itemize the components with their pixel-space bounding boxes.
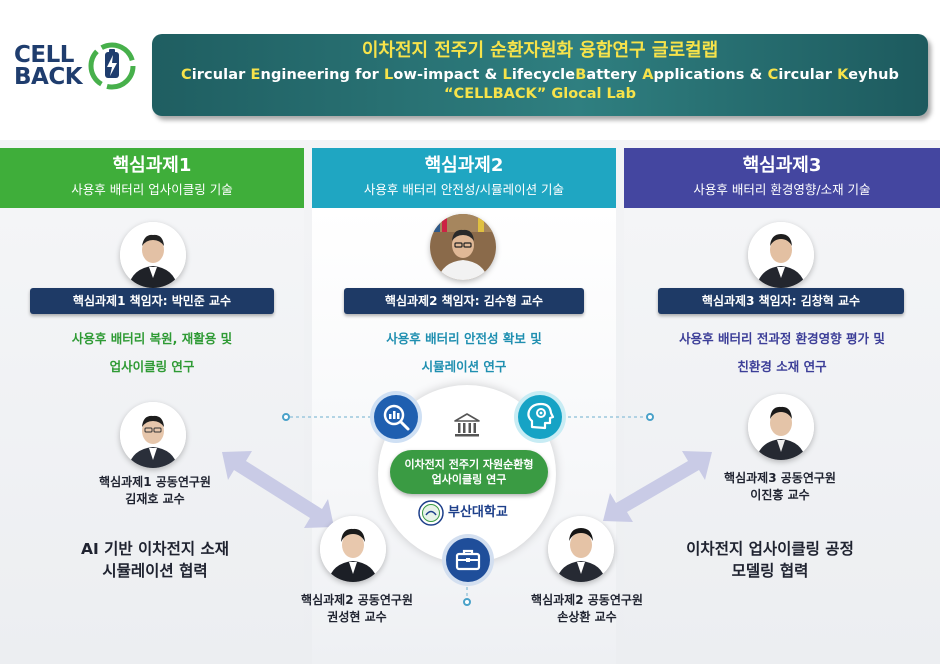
connector-dot-left [282,413,290,421]
avatar-member-3 [748,394,814,460]
collab-arrow-right [603,451,712,522]
column-3-title: 핵심과제3 [742,155,822,176]
title-text-segment: ircular [778,67,838,83]
column-1-header: 핵심과제1 사용후 배터리 업사이클링 기술 [0,148,304,208]
title-initial: L [384,67,394,83]
collab-1-line2: 시뮬레이션 협력 [102,562,208,580]
title-text-segment: ngineering for [260,67,385,83]
collab-3: 이차전지 업사이클링 공정 모델링 협력 [650,538,890,582]
column-2-subtitle: 사용후 배터리 안전성/시뮬레이션 기술 [363,182,565,197]
member-2a-name: 권성현 교수 [327,610,387,624]
collab-3-line1: 이차전지 업사이클링 공정 [686,540,854,558]
member-1-role: 핵심과제1 공동연구원 [99,475,211,489]
column-2-description-line2: 시뮬레이션 연구 [421,359,507,374]
avatar-member-1 [120,402,186,468]
lead-1-bar: 핵심과제1 책임자: 박민준 교수 [30,288,274,314]
member-2a-role: 핵심과제2 공동연구원 [301,593,413,607]
column-1-description-line1: 사용후 배터리 복원, 재활용 및 [71,331,233,346]
column-3-description-line2: 친환경 소재 연구 [737,359,827,374]
recycle-battery-icon [88,42,136,90]
member-2b: 핵심과제2 공동연구원 손상환 교수 [502,592,672,626]
analytics-icon [374,395,418,439]
title-initial: K [837,67,849,83]
column-3-header: 핵심과제3 사용후 배터리 환경영향/소재 기술 [624,148,940,208]
member-2a: 핵심과제2 공동연구원 권성현 교수 [272,592,442,626]
title-text-segment: ifecycle [511,67,576,83]
logo-text-line1: CELL [14,42,74,68]
title-text-segment: ircular [191,67,251,83]
hub-badge-line1: 이차전지 전주기 자원순환형 [404,458,534,471]
title-initial: C [180,67,192,83]
title-initial: B [575,67,587,83]
member-3-name: 이진홍 교수 [750,488,810,502]
member-1-name: 김재호 교수 [125,492,185,506]
university-name: 부산대학교 [448,505,508,520]
logo-text: CELL BACK [14,42,83,90]
avatar-lead-3 [748,222,814,288]
briefcase-icon [446,538,490,582]
column-2-header: 핵심과제2 사용후 배터리 안전성/시뮬레이션 기술 [312,148,616,208]
column-2-description-line1: 사용후 배터리 안전성 확보 및 [386,331,542,346]
column-3-subtitle: 사용후 배터리 환경영향/소재 기술 [693,182,871,197]
column-1-description-line2: 업사이클링 연구 [109,359,195,374]
member-2b-role: 핵심과제2 공동연구원 [531,593,643,607]
title-text-segment: pplications & [653,67,768,83]
member-3: 핵심과제3 공동연구원 이진홍 교수 [690,470,870,504]
column-1-title: 핵심과제1 [112,155,192,176]
title-initial: C [767,67,779,83]
hub-badge-line2: 업사이클링 연구 [431,473,507,486]
collab-arrow-left [222,451,334,528]
university-seal-icon [418,500,444,526]
collab-1-line1: AI 기반 이차전지 소재 [80,540,230,558]
title-text-segment: eyhub [848,67,900,83]
title-initial: E [250,67,261,83]
cellback-logo: CELL BACK [14,38,139,100]
avatar-lead-2 [430,214,496,280]
member-1: 핵심과제1 공동연구원 김재호 교수 [60,474,250,508]
collab-1: AI 기반 이차전지 소재 시뮬레이션 협력 [40,538,270,582]
avatar-member-2a [320,516,386,582]
avatar-lead-1 [120,222,186,288]
lead-2-bar: 핵심과제2 책임자: 김수형 교수 [344,288,584,314]
column-2-title: 핵심과제2 [424,155,504,176]
column-1-subtitle: 사용후 배터리 업사이클링 기술 [71,182,233,197]
avatar-member-2b [548,516,614,582]
lead-3-bar: 핵심과제3 책임자: 김창혁 교수 [658,288,904,314]
logo-text-line2: BACK [14,64,83,90]
lab-title-korean: 이차전지 전주기 순환자원화 융합연구 글로컬랩 [361,40,719,61]
university-label: 부산대학교 [416,500,536,526]
member-3-role: 핵심과제3 공동연구원 [724,471,836,485]
title-initial: L [502,67,512,83]
lab-title-english: Circular Engineering for Low-impact & Li… [152,66,928,85]
connector-dot-bottom [463,598,471,606]
lab-subtitle: “CELLBACK” Glocal Lab [444,86,636,102]
connector-dot-right [646,413,654,421]
title-text-segment: ow-impact & [393,67,503,83]
ai-brain-icon [518,395,562,439]
member-2b-name: 손상환 교수 [557,610,617,624]
collab-3-line2: 모델링 협력 [731,562,809,580]
column-3-description-line1: 사용후 배터리 전과정 환경영향 평가 및 [679,331,885,346]
title-text-segment: attery [586,67,643,83]
lab-title-banner: 이차전지 전주기 순환자원화 융합연구 글로컬랩 Circular Engine… [152,34,928,116]
title-initial: A [642,67,654,83]
institution-icon [452,413,482,439]
hub-research-badge: 이차전지 전주기 자원순환형 업사이클링 연구 [390,450,548,494]
